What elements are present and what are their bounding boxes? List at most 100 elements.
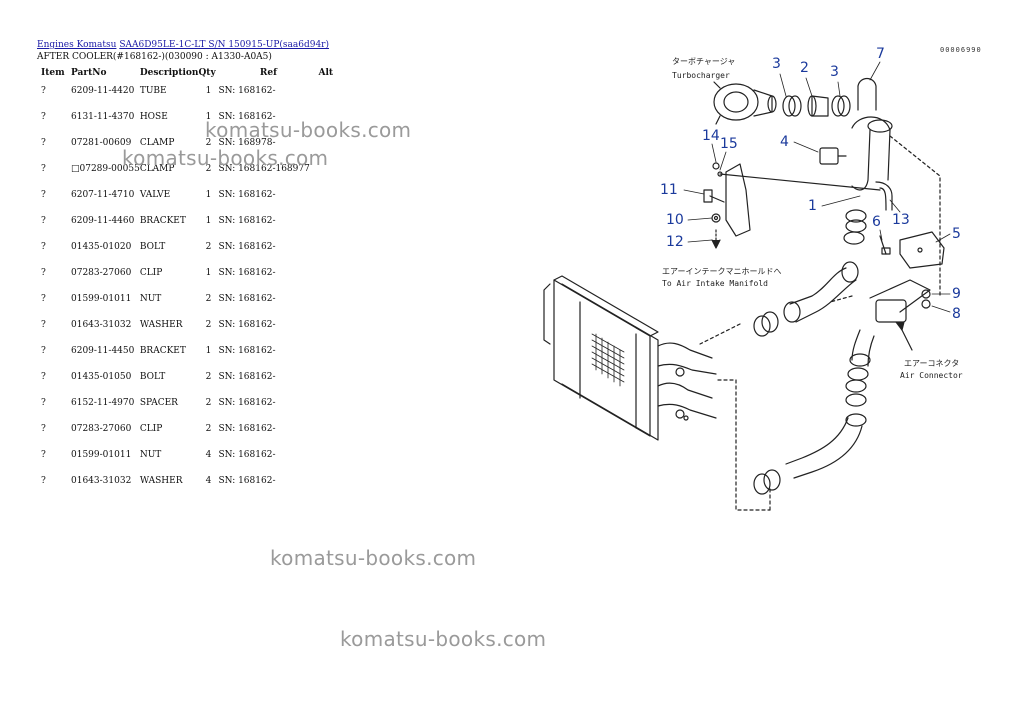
label-turbo-jp: ターボチャージャ [672,57,735,66]
cell-ref: SN: 168162- [218,372,276,382]
cell-description: CLAMP [139,138,175,148]
cell-description: CLIP [139,424,163,434]
table-row: ? 6207-11-4710 VALVE 1 SN: 168162- [37,184,358,210]
cell-partno: 6209-11-4460 [71,216,135,226]
callout-14: 14 [702,128,720,144]
cell-qty: 2 [205,294,212,304]
cell-qty: 2 [205,320,212,330]
cell-description: BRACKET [139,346,186,356]
breadcrumb-link-engines[interactable]: Engines Komatsu [37,40,117,50]
cell-alt [318,392,358,418]
callout-10: 10 [666,212,684,228]
aftercooler-drawing [543,275,717,441]
page-subtitle: AFTER COOLER(#168162-)(030090 : A1330-A0… [37,52,272,62]
cell-alt [318,288,358,314]
valve-drawing [819,147,847,165]
header-ref: Ref [259,68,277,78]
cell-partno: 01599-01011 [71,450,132,460]
guide-lines [699,135,941,511]
cell-qty: 2 [205,372,212,382]
callout-5: 5 [952,226,961,242]
cell-alt [318,444,358,470]
cell-qty: 1 [205,190,212,200]
cell-alt [318,340,358,366]
cell-ref: SN: 168162- [218,476,276,486]
clamp-rings [782,95,851,117]
label-intake-en: To Air Intake Manifold [662,279,768,288]
cell-description: NUT [139,294,162,304]
cell-description: WASHER [139,476,183,486]
callout-11: 11 [660,182,678,198]
cell-ref: SN: 168162- [218,320,276,330]
cell-alt [318,184,358,210]
cell-partno: 01643-31032 [71,320,132,330]
cell-ref: SN: 168162- [218,294,276,304]
cell-description: TUBE [139,86,167,96]
cell-partno: 01435-01050 [71,372,132,382]
cell-ref: SN: 168162- [218,424,276,434]
cell-qty: 1 [205,112,212,122]
cell-item: ? [41,190,46,200]
cell-description: HOSE [139,112,168,122]
cell-qty: 1 [205,268,212,278]
cell-partno: 6207-11-4710 [71,190,135,200]
cell-item: ? [41,216,46,226]
cell-ref: SN: 168162- [218,268,276,278]
callout-leaders [683,61,951,313]
cell-ref: SN: 168162-168977 [218,164,310,174]
label-intake-jp: エアーインテークマニホールドへ [662,267,782,276]
watermark-1: komatsu-books.com [205,118,412,142]
cell-item: ? [41,398,46,408]
cell-description: SPACER [139,398,178,408]
cell-item: ? [41,450,46,460]
hose-clip-drawing [875,181,893,211]
cell-partno: 07281-00609 [71,138,132,148]
cell-partno: 6209-11-4420 [71,86,135,96]
callout-7: 7 [876,46,885,62]
header-alt: Alt [318,68,334,78]
cell-qty: 2 [205,138,212,148]
cell-description: CLIP [139,268,163,278]
cell-alt [318,366,358,392]
cell-description: VALVE [139,190,171,200]
cell-ref: SN: 168162- [218,190,276,200]
callout-15: 15 [720,136,738,152]
cell-ref: SN: 168978- [218,138,276,148]
watermark-3: komatsu-books.com [270,546,477,570]
header-partno: PartNo [71,68,107,78]
header-description: Description [139,68,199,78]
cell-partno: 6152-11-4970 [71,398,135,408]
lower-hose-drawing [753,413,867,495]
cell-partno: □07289-00055 [71,164,140,174]
header-item: Item [41,68,65,78]
cell-item: ? [41,476,46,486]
callout-9: 9 [952,286,961,302]
callout-13: 13 [892,212,910,228]
callout-4: 4 [780,134,789,150]
cell-ref: SN: 168162- [218,216,276,226]
cell-alt [318,418,358,444]
cell-partno: 01599-01011 [71,294,132,304]
callout-2: 2 [800,60,809,76]
breadcrumb-link-model[interactable]: SAA6D95LE-1C-LT S/N 150915-UP(saa6d94r) [119,40,329,50]
cell-qty: 4 [205,476,212,486]
callout-12: 12 [666,234,684,250]
cell-partno: 01435-01020 [71,242,132,252]
watermark-2: komatsu-books.com [122,146,329,170]
breadcrumb: Engines Komatsu SAA6D95LE-1C-LT S/N 1509… [37,40,329,51]
cell-partno: 6131-11-4370 [71,112,135,122]
cell-qty: 1 [205,216,212,226]
cell-ref: SN: 168162- [218,242,276,252]
callout-3a: 3 [772,56,781,72]
